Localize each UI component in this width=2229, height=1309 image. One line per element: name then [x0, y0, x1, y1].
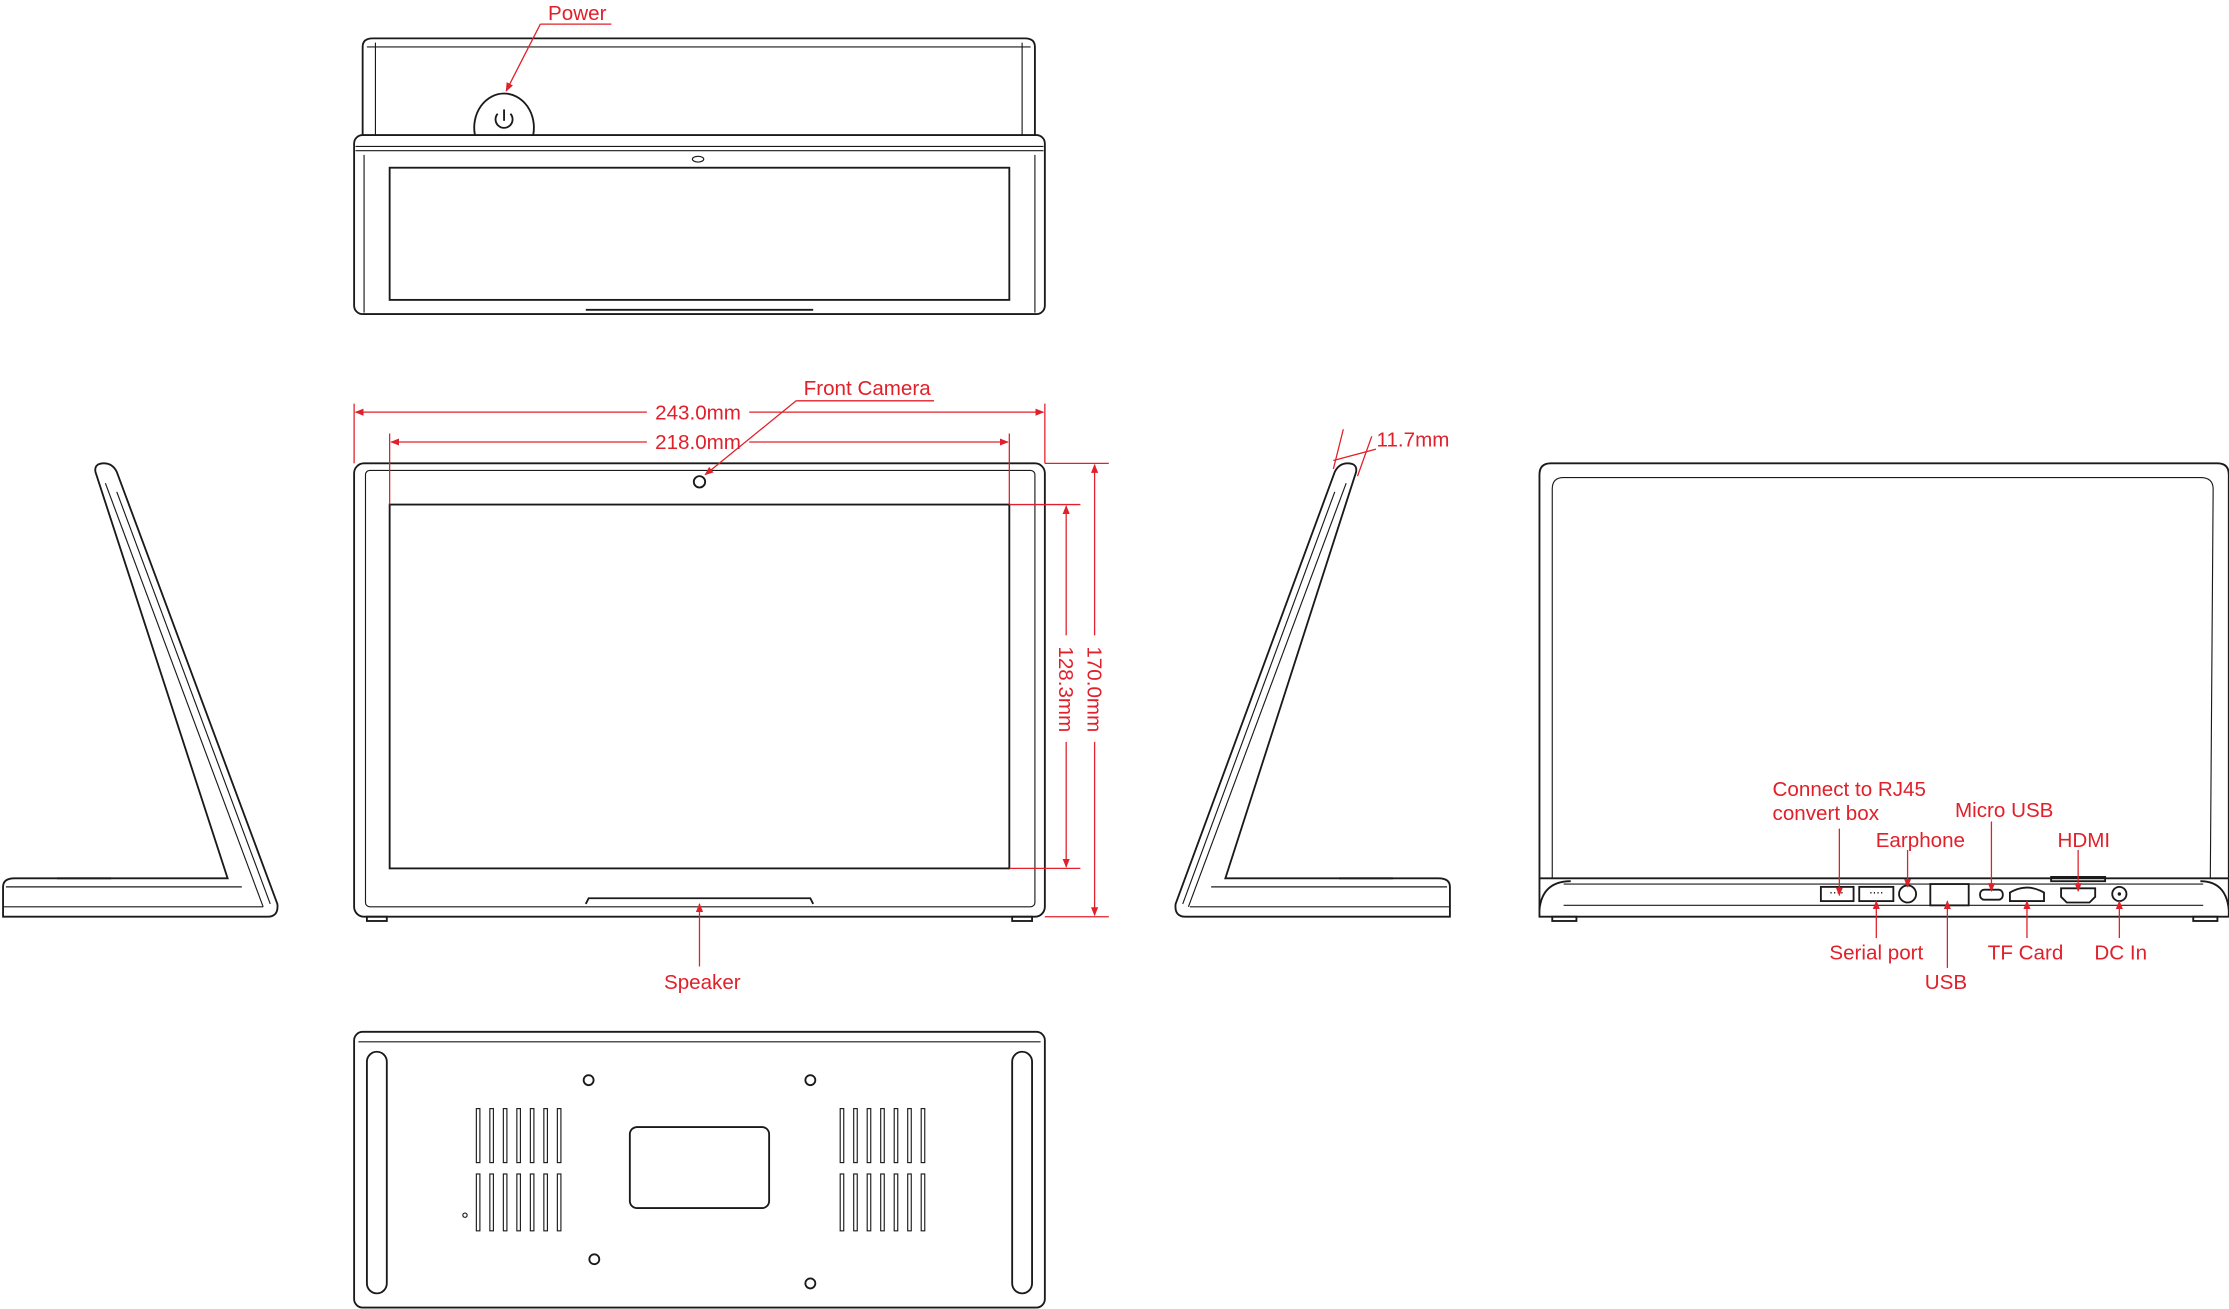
tf-card-slot	[2008, 886, 2045, 903]
left-side-view	[2, 462, 279, 918]
height-screen-dimension: 128.3mm	[1054, 646, 1077, 732]
screw-holes	[582, 1074, 817, 1290]
svg-text:····: ····	[1869, 886, 1883, 900]
micro-usb-label: Micro USB	[1955, 799, 2053, 822]
vent-slot	[893, 1108, 899, 1164]
dc-in-label: DC In	[2094, 941, 2147, 964]
svg-text:····: ····	[1829, 886, 1843, 900]
vent-slot	[920, 1173, 926, 1232]
vent-slot	[502, 1173, 508, 1232]
right-foot-strip	[1011, 1050, 1033, 1295]
power-label: Power	[548, 2, 607, 25]
thickness-dimension: 11.7mm	[1377, 428, 1450, 451]
back-view: ···· ···· Connect to RJ45 convert box Ea…	[1538, 462, 2229, 994]
power-button[interactable]	[473, 92, 535, 136]
vent-slot	[516, 1173, 521, 1232]
vent-slot	[543, 1173, 548, 1232]
front-camera-icon	[692, 475, 707, 489]
rj45-label-line2: convert box	[1773, 802, 1880, 825]
vent-slot	[866, 1173, 872, 1232]
serial-port-label: Serial port	[1829, 941, 1923, 964]
vent-slot	[556, 1108, 562, 1164]
vent-slot	[543, 1108, 548, 1164]
vent-slot	[489, 1108, 494, 1164]
vent-slot	[907, 1108, 912, 1164]
width-outer-dimension: 243.0mm	[655, 401, 741, 424]
bottom-view	[353, 1030, 1046, 1309]
vent-slot	[880, 1173, 885, 1232]
vent-slot	[893, 1173, 899, 1232]
width-screen-dimension: 218.0mm	[655, 431, 741, 454]
vent-slot	[853, 1108, 858, 1164]
earphone-label: Earphone	[1876, 829, 1965, 852]
dc-in-jack	[2111, 885, 2128, 903]
rj45-label-line1: Connect to RJ45	[1773, 778, 1926, 801]
front-camera-label: Front Camera	[804, 377, 932, 400]
vent-slot	[920, 1108, 926, 1164]
vent-slot	[839, 1108, 845, 1164]
rj45-connector-port: ····	[1819, 886, 1855, 903]
top-screen	[388, 166, 1011, 301]
vent-slot	[475, 1173, 481, 1232]
front-screen	[388, 503, 1011, 870]
vent-slot	[853, 1173, 858, 1232]
vent-slot	[475, 1108, 481, 1164]
vent-slot	[880, 1108, 885, 1164]
left-foot-strip	[365, 1050, 388, 1295]
power-icon	[494, 109, 514, 129]
speaker-grille	[584, 897, 815, 905]
vent-slot	[839, 1173, 845, 1232]
vent-slot	[489, 1173, 494, 1232]
usb-label: USB	[1925, 971, 1967, 994]
tf-card-label: TF Card	[1988, 941, 2064, 964]
vent-slot	[529, 1173, 535, 1232]
vent-slot	[502, 1108, 508, 1164]
vent-slot	[907, 1173, 912, 1232]
vent-slot	[556, 1173, 562, 1232]
vent-slot	[866, 1108, 872, 1164]
top-view: Power	[353, 2, 1046, 316]
height-outer-dimension: 170.0mm	[1082, 646, 1105, 732]
serial-port: ····	[1858, 886, 1895, 903]
label-plate	[628, 1126, 771, 1210]
camera-icon	[691, 155, 705, 163]
hdmi-port	[2060, 887, 2097, 904]
vent-grille	[475, 1108, 926, 1232]
usb-port	[1929, 883, 1970, 907]
right-side-view: 11.7mm	[1174, 428, 1451, 918]
vent-slot	[516, 1108, 521, 1164]
vent-slot	[529, 1108, 535, 1164]
hdmi-label: HDMI	[2058, 829, 2111, 852]
speaker-label: Speaker	[664, 971, 741, 994]
micro-usb-port	[1979, 888, 2004, 901]
front-view: 243.0mm 218.0mm 170.0mm 128.3mm Front Ca…	[353, 377, 1109, 994]
earphone-jack	[1898, 884, 1918, 904]
